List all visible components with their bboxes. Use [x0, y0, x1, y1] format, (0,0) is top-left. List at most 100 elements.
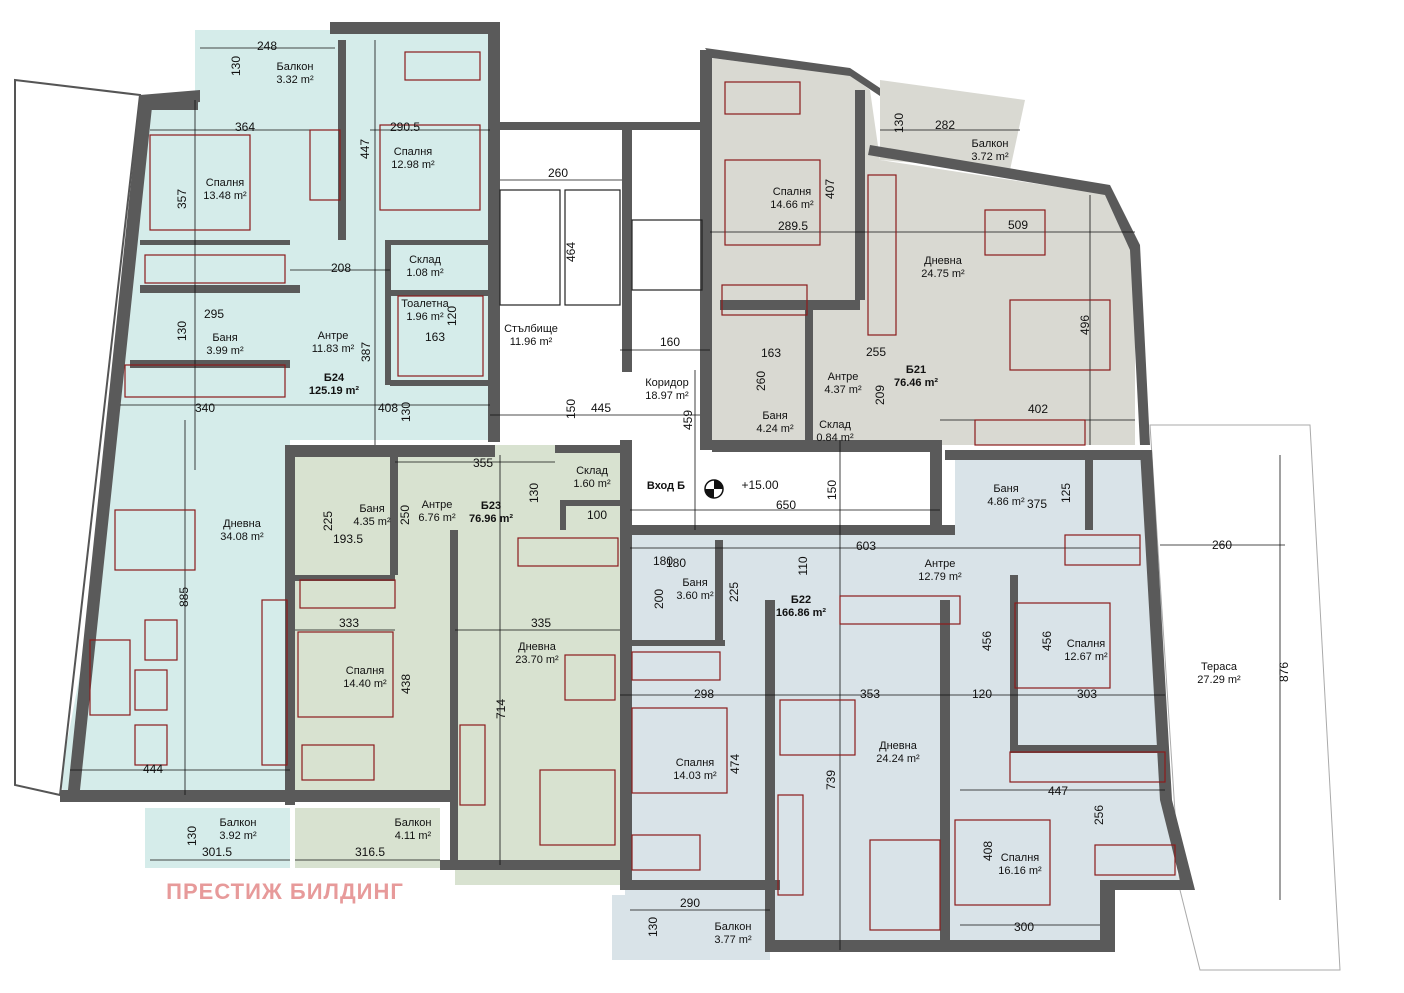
dimension-label: 300 [1014, 920, 1034, 934]
dining-table [564, 654, 616, 701]
dimension-label: 110 [796, 556, 810, 575]
room-name: Дневна [518, 641, 557, 653]
dimension-label: 387 [359, 342, 373, 362]
room-area: 4.37 m² [824, 384, 862, 396]
dimension-label: 130 [527, 483, 541, 503]
wall [1010, 575, 1018, 750]
wall [390, 290, 490, 296]
dimension-label: 474 [728, 754, 742, 774]
dimension-label: 290 [680, 896, 700, 910]
armchair [134, 669, 168, 711]
wall [945, 450, 1145, 460]
room-name: Антре [422, 499, 453, 511]
dimension-label: 357 [175, 189, 189, 209]
dimension-label: 150 [564, 399, 578, 419]
room-name: Антре [318, 330, 349, 342]
wall [560, 500, 566, 530]
dimension-label: 130 [399, 402, 413, 422]
sofa [1009, 299, 1111, 371]
outer-wall [68, 90, 200, 790]
wall [715, 540, 723, 640]
room-name: Тоалетна [401, 298, 449, 310]
room-area: 1.08 m² [406, 267, 444, 279]
apartment-b21-fill [710, 58, 1135, 450]
room-area: 3.99 m² [206, 345, 244, 357]
dimension-label: 447 [1048, 784, 1068, 798]
wall [622, 122, 632, 372]
room-area: 27.29 m² [1197, 674, 1241, 686]
room-name: Баня [212, 332, 237, 344]
dimension-label: 402 [1028, 402, 1048, 416]
dimension-label: 180 [653, 554, 673, 568]
dimension-label: 289.5 [778, 219, 808, 233]
wardrobe [721, 284, 808, 316]
room-name: Баня [682, 577, 707, 589]
dimension-label: 125 [1059, 483, 1073, 503]
dimension-label: 120 [972, 687, 992, 701]
room-name: Спалня [206, 177, 245, 189]
room-name: Балкон [395, 817, 432, 829]
apartment-id: Б21 [906, 364, 926, 376]
wall [450, 530, 458, 870]
bed [297, 631, 394, 718]
wall [805, 310, 813, 445]
wall [130, 360, 290, 368]
wall [140, 240, 290, 245]
balcony-fill [295, 808, 440, 868]
room-area: 0.84 m² [816, 432, 854, 444]
room-area: 3.32 m² [276, 74, 314, 86]
dimension-label: 408 [378, 401, 398, 415]
dimension-label: 256 [1092, 805, 1106, 825]
room-area: 4.11 m² [395, 830, 432, 842]
room-name: Антре [925, 558, 956, 570]
level-mark: +15.00 [741, 478, 778, 492]
bed [954, 819, 1051, 906]
dimension-label: 130 [646, 917, 660, 937]
sofa [539, 769, 616, 846]
room-area: 4.86 m² [987, 496, 1025, 508]
tv-unit [261, 599, 288, 766]
room-name: Спалня [676, 757, 715, 769]
dining-table [114, 509, 196, 571]
kitchen-counter [124, 364, 286, 398]
dimension-label: 447 [358, 139, 372, 159]
wall [625, 525, 955, 535]
storage [397, 295, 484, 377]
dimension-label: 225 [727, 582, 741, 602]
wall [440, 860, 630, 870]
room-name: Спалня [346, 665, 385, 677]
room-area: 24.75 m² [921, 268, 965, 280]
desk [631, 834, 701, 871]
dimension-label: 509 [1008, 218, 1028, 232]
dimension-label: 160 [660, 335, 680, 349]
wardrobe [1009, 751, 1166, 783]
room-name: Спалня [773, 186, 812, 198]
room-area: 16.16 m² [998, 865, 1042, 877]
wardrobe [144, 254, 286, 284]
room-name: Коридор [645, 377, 688, 389]
apartment-id: Б24 [324, 372, 345, 384]
apartment-b24-fill [60, 30, 490, 800]
room-area: 3.92 m² [219, 830, 257, 842]
apartment-id: Б23 [481, 500, 501, 512]
dimension-label: 464 [564, 242, 578, 262]
armchair [144, 619, 178, 661]
wall [620, 440, 632, 890]
desk [724, 81, 801, 115]
wall [630, 640, 725, 646]
wardrobe [631, 651, 721, 681]
dimension-label: 603 [856, 539, 876, 553]
room-area: 23.70 m² [515, 654, 559, 666]
room-area: 12.67 m² [1064, 651, 1108, 663]
balcony-fill [145, 808, 290, 868]
dimension-label: 150 [825, 480, 839, 500]
desk [1064, 534, 1141, 566]
sofa [89, 639, 131, 716]
dimension-label: 120 [445, 306, 459, 326]
tv-unit [459, 724, 486, 806]
dimension-label: 255 [866, 345, 886, 359]
dimension-label: 225 [321, 511, 335, 531]
sofa [869, 839, 941, 931]
wall [930, 440, 942, 530]
stairs [499, 189, 621, 306]
